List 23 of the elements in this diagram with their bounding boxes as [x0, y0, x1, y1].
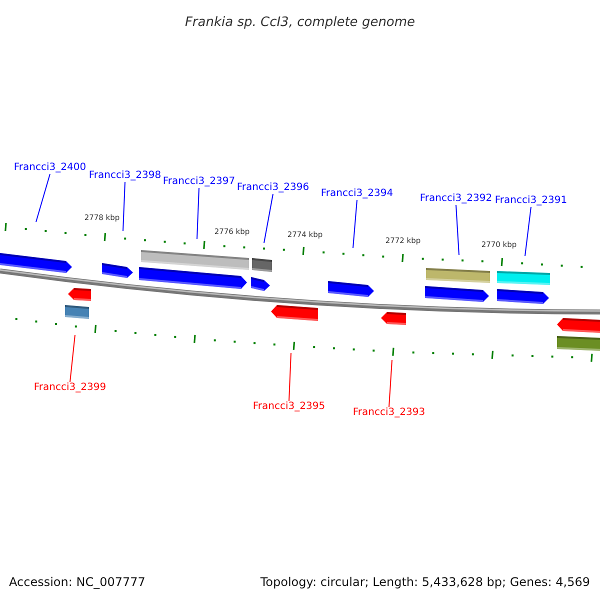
footer-text: Topology: circular; Length: 5,433,628 bp; Genes: 4,569 [260, 576, 590, 588]
leader-line [36, 174, 50, 222]
leader-line [524, 206, 532, 256]
gene-label: Francci3_2396 [236, 183, 310, 193]
leader-line [264, 194, 274, 244]
gene-label: Francci3_2398 [88, 171, 162, 181]
leader-line [352, 200, 358, 248]
leader-line [456, 204, 460, 256]
footer-text: Accession: NC_007777 [9, 576, 146, 588]
gene-label: Francci3_2399 [34, 383, 106, 393]
leader-line [196, 188, 200, 240]
leader-line [122, 182, 126, 232]
gene-label: Francci3_2392 [420, 194, 492, 204]
leader-line [288, 352, 292, 402]
gene-label: Francci3_2395 [252, 402, 326, 412]
leader-line [388, 360, 392, 408]
gene-label: Francci3_2391 [494, 196, 568, 206]
leader-line [70, 334, 76, 382]
gene-label: Francci3_2394 [320, 189, 394, 199]
gene-label: Francci3_2400 [14, 163, 86, 173]
gene-label: Francci3_2393 [352, 408, 426, 418]
gene-label: Francci3_2397 [162, 177, 236, 187]
diagram-title: Frankia sp. CcI3, complete genome [184, 15, 416, 30]
